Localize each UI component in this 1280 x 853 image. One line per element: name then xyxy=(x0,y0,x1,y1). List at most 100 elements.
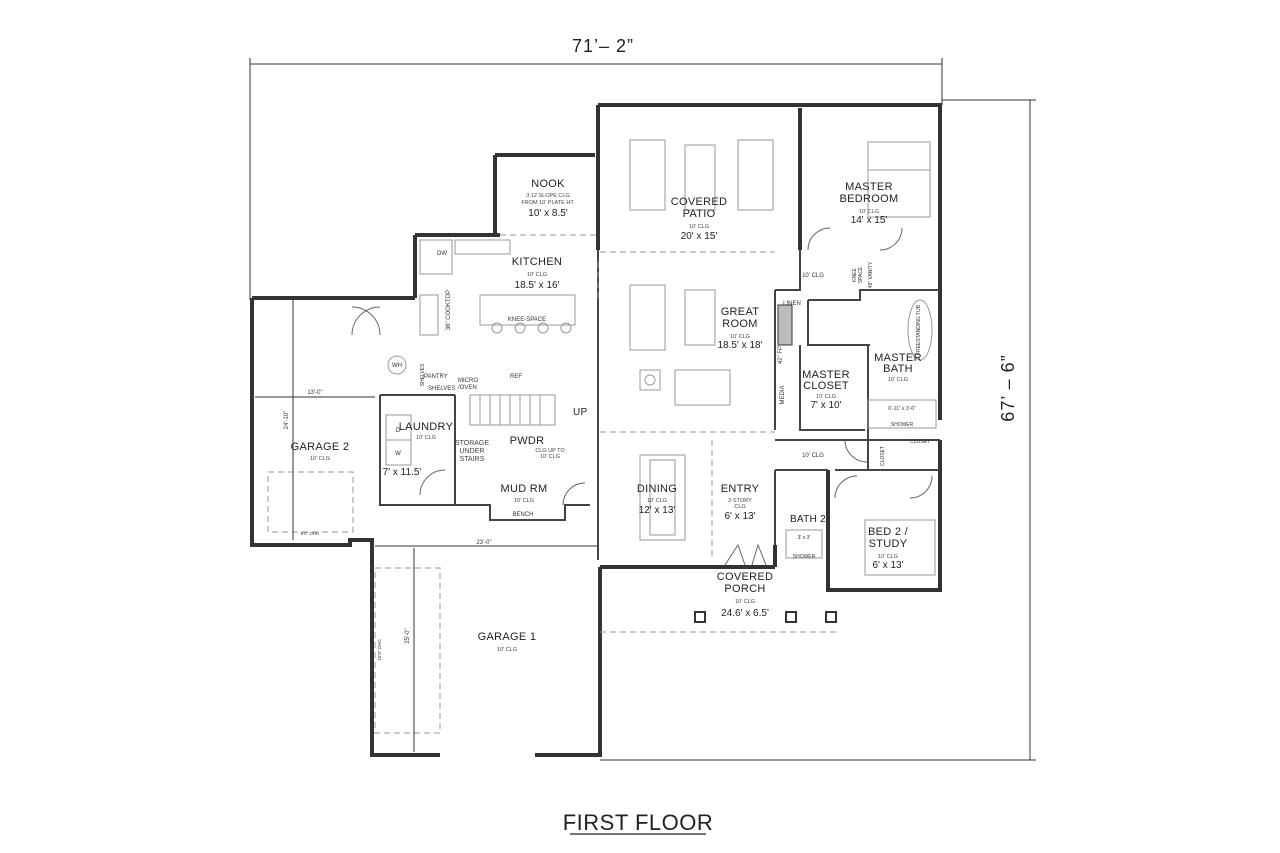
g1-width-label: 23'-0" xyxy=(476,540,491,546)
clg-hall-label: 10' CLG xyxy=(802,273,824,279)
kitchen-name: KITCHEN xyxy=(512,256,562,268)
dashed-lines xyxy=(267,234,840,734)
patio-size: 20' x 15' xyxy=(681,231,718,242)
overall-depth-dimension: 67’ – 6” xyxy=(600,99,1036,761)
nook-note2: FROM 10' PLATE HT. xyxy=(521,200,575,206)
bed2-name2: STUDY xyxy=(869,538,908,550)
linen-label: LINEN xyxy=(783,301,801,307)
master-bath-name2: BATH xyxy=(883,363,913,375)
master-closet-size: 7' x 10' xyxy=(810,400,841,411)
master-bed-name1: MASTER xyxy=(845,181,893,193)
room-covered-porch: COVERED PORCH 10' CLG 24.6' x 6.5' xyxy=(717,571,774,619)
master-closet-clg: 10' CLG xyxy=(816,394,836,400)
entry-name: ENTRY xyxy=(721,483,760,495)
fp-label: 42" FP xyxy=(778,346,784,364)
room-master-bath: MASTER BATH 10' CLG xyxy=(874,352,922,383)
laundry-clg: 10' CLG xyxy=(416,435,436,441)
garage2-clg: 10' CLG xyxy=(310,456,330,462)
room-master-bedroom: MASTER BEDROOM 10' CLG 14' x 15' xyxy=(840,181,899,226)
porch-name1: COVERED xyxy=(717,571,774,583)
great-room-name1: GREAT xyxy=(721,306,760,318)
storage-name1: STORAGE xyxy=(455,440,489,447)
g2-depth-label: 24'-10" xyxy=(284,411,290,430)
master-bed-clg: 10' CLG xyxy=(859,209,879,215)
storage-name3: STAIRS xyxy=(460,456,485,463)
fireplace xyxy=(777,304,793,346)
overall-depth-label: 67’ – 6” xyxy=(998,354,1018,421)
room-mud-rm: MUD RM 10' CLG 7' x 11.5' xyxy=(383,467,548,504)
storage-name2: UNDER xyxy=(460,448,485,455)
room-pwdr: PWDR CLG UP TO 10' CLG xyxy=(510,435,566,460)
nook-name: NOOK xyxy=(531,178,565,190)
dining-size: 12' x 13' xyxy=(639,505,676,516)
master-bath-name1: MASTER xyxy=(874,352,922,364)
patio-clg: 10' CLG xyxy=(689,224,709,230)
dining-clg: 10' CLG xyxy=(647,498,667,504)
kitchen-clg: 10' CLG xyxy=(527,272,547,278)
dw-label: DW xyxy=(437,251,447,257)
garage1-clg: 10' CLG xyxy=(497,647,517,653)
porch-name2: PORCH xyxy=(724,583,765,595)
knee-space2b-label: SPACE xyxy=(858,266,864,283)
master-closet-name1: MASTER xyxy=(802,369,850,381)
plan-title-text: FIRST FLOOR xyxy=(563,810,714,835)
cooktop-label: 36" COOKTOP xyxy=(446,290,452,330)
washer-label: W xyxy=(395,451,401,457)
entry-note2: CLG xyxy=(734,504,745,510)
clg-hall2-label: 10' CLG xyxy=(802,453,824,459)
micro-label: MICRO xyxy=(458,378,478,384)
pwdr-name: PWDR xyxy=(510,435,545,447)
kitchen-size: 18.5' x 16' xyxy=(515,280,560,291)
pwdr-note1: CLG UP TO xyxy=(535,448,565,454)
patio-name2: PATIO xyxy=(683,208,716,220)
room-kitchen: KITCHEN 10' CLG 18.5' x 16' xyxy=(512,256,562,291)
nook-note1: 3:12 SLOPE CLG xyxy=(526,193,569,199)
knee-space-label: KNEE-SPACE xyxy=(508,317,546,323)
closet-a-label: CLOSET xyxy=(880,446,886,466)
bed2-clg: 10' CLG xyxy=(878,554,898,560)
entry-note1: 2-STORY xyxy=(728,498,752,504)
dining-name: DINING xyxy=(637,483,677,495)
oven-label: /OVEN xyxy=(458,385,477,391)
shower2-dim-label: 3' x 3' xyxy=(798,535,811,541)
room-master-closet: MASTER CLOSET 10' CLG 7' x 10' xyxy=(802,369,850,411)
pantry-label: PANTRY xyxy=(424,374,448,380)
master-bath-clg: 10' CLG xyxy=(888,377,908,383)
room-great-room: GREAT ROOM 10' CLG 18.5' x 18' xyxy=(718,306,763,351)
room-garage2: GARAGE 2 10' CLG xyxy=(291,441,349,462)
porch-size: 24.6' x 6.5' xyxy=(721,608,769,619)
mud-rm-size: 7' x 11.5' xyxy=(383,467,422,478)
overall-width-dimension: 71’– 2” xyxy=(249,36,943,300)
doors xyxy=(351,227,933,566)
shelves-label: SHELVES xyxy=(420,363,426,386)
tub-label: FREESTANDING TUB xyxy=(916,304,922,355)
master-bed-name2: BEDROOM xyxy=(840,193,899,205)
room-bath2: BATH 2 xyxy=(790,514,826,525)
bed2-size: 6' x 13' xyxy=(872,560,903,571)
garage1-name: GARAGE 1 xyxy=(478,631,537,643)
room-dining: DINING 10' CLG 12' x 13' xyxy=(637,483,677,516)
furniture xyxy=(385,139,937,623)
master-closet-name2: CLOSET xyxy=(803,380,849,392)
wh-label: WH xyxy=(392,363,402,369)
g2-door-label: 9'0" OHD xyxy=(301,531,320,536)
g1-door-label: 15'0" OHD xyxy=(377,639,382,661)
great-room-size: 18.5' x 18' xyxy=(718,340,763,351)
great-room-name2: ROOM xyxy=(722,318,757,330)
ref-label: REF xyxy=(510,374,522,380)
shower-label: SHOWER xyxy=(891,422,914,428)
laundry-name: LAUNDRY xyxy=(399,421,454,433)
exterior-walls xyxy=(250,103,942,757)
room-garage1: GARAGE 1 10' CLG xyxy=(478,631,537,653)
entry-size: 6' x 13' xyxy=(724,511,755,522)
bed2-name1: BED 2 / xyxy=(868,526,909,538)
room-entry: ENTRY 2-STORY CLG 6' x 13' xyxy=(721,483,760,522)
fixture-labels: DW 36" COOKTOP KNEE-SPACE PANTRY SHELVES… xyxy=(392,251,930,560)
garage-dimensions: 13'-0" 24'-10" 9'0" OHD 23'-0" 25'-0" 15… xyxy=(255,300,598,752)
patio-name1: COVERED xyxy=(671,196,728,208)
room-storage: STORAGE UNDER STAIRS xyxy=(455,440,489,463)
knee-space2a-label: KNEE xyxy=(852,268,858,282)
closet-b-label: CLOSET xyxy=(910,439,930,445)
g2-width-label: 13'-0" xyxy=(307,390,322,396)
plan-title: FIRST FLOOR xyxy=(563,810,714,835)
